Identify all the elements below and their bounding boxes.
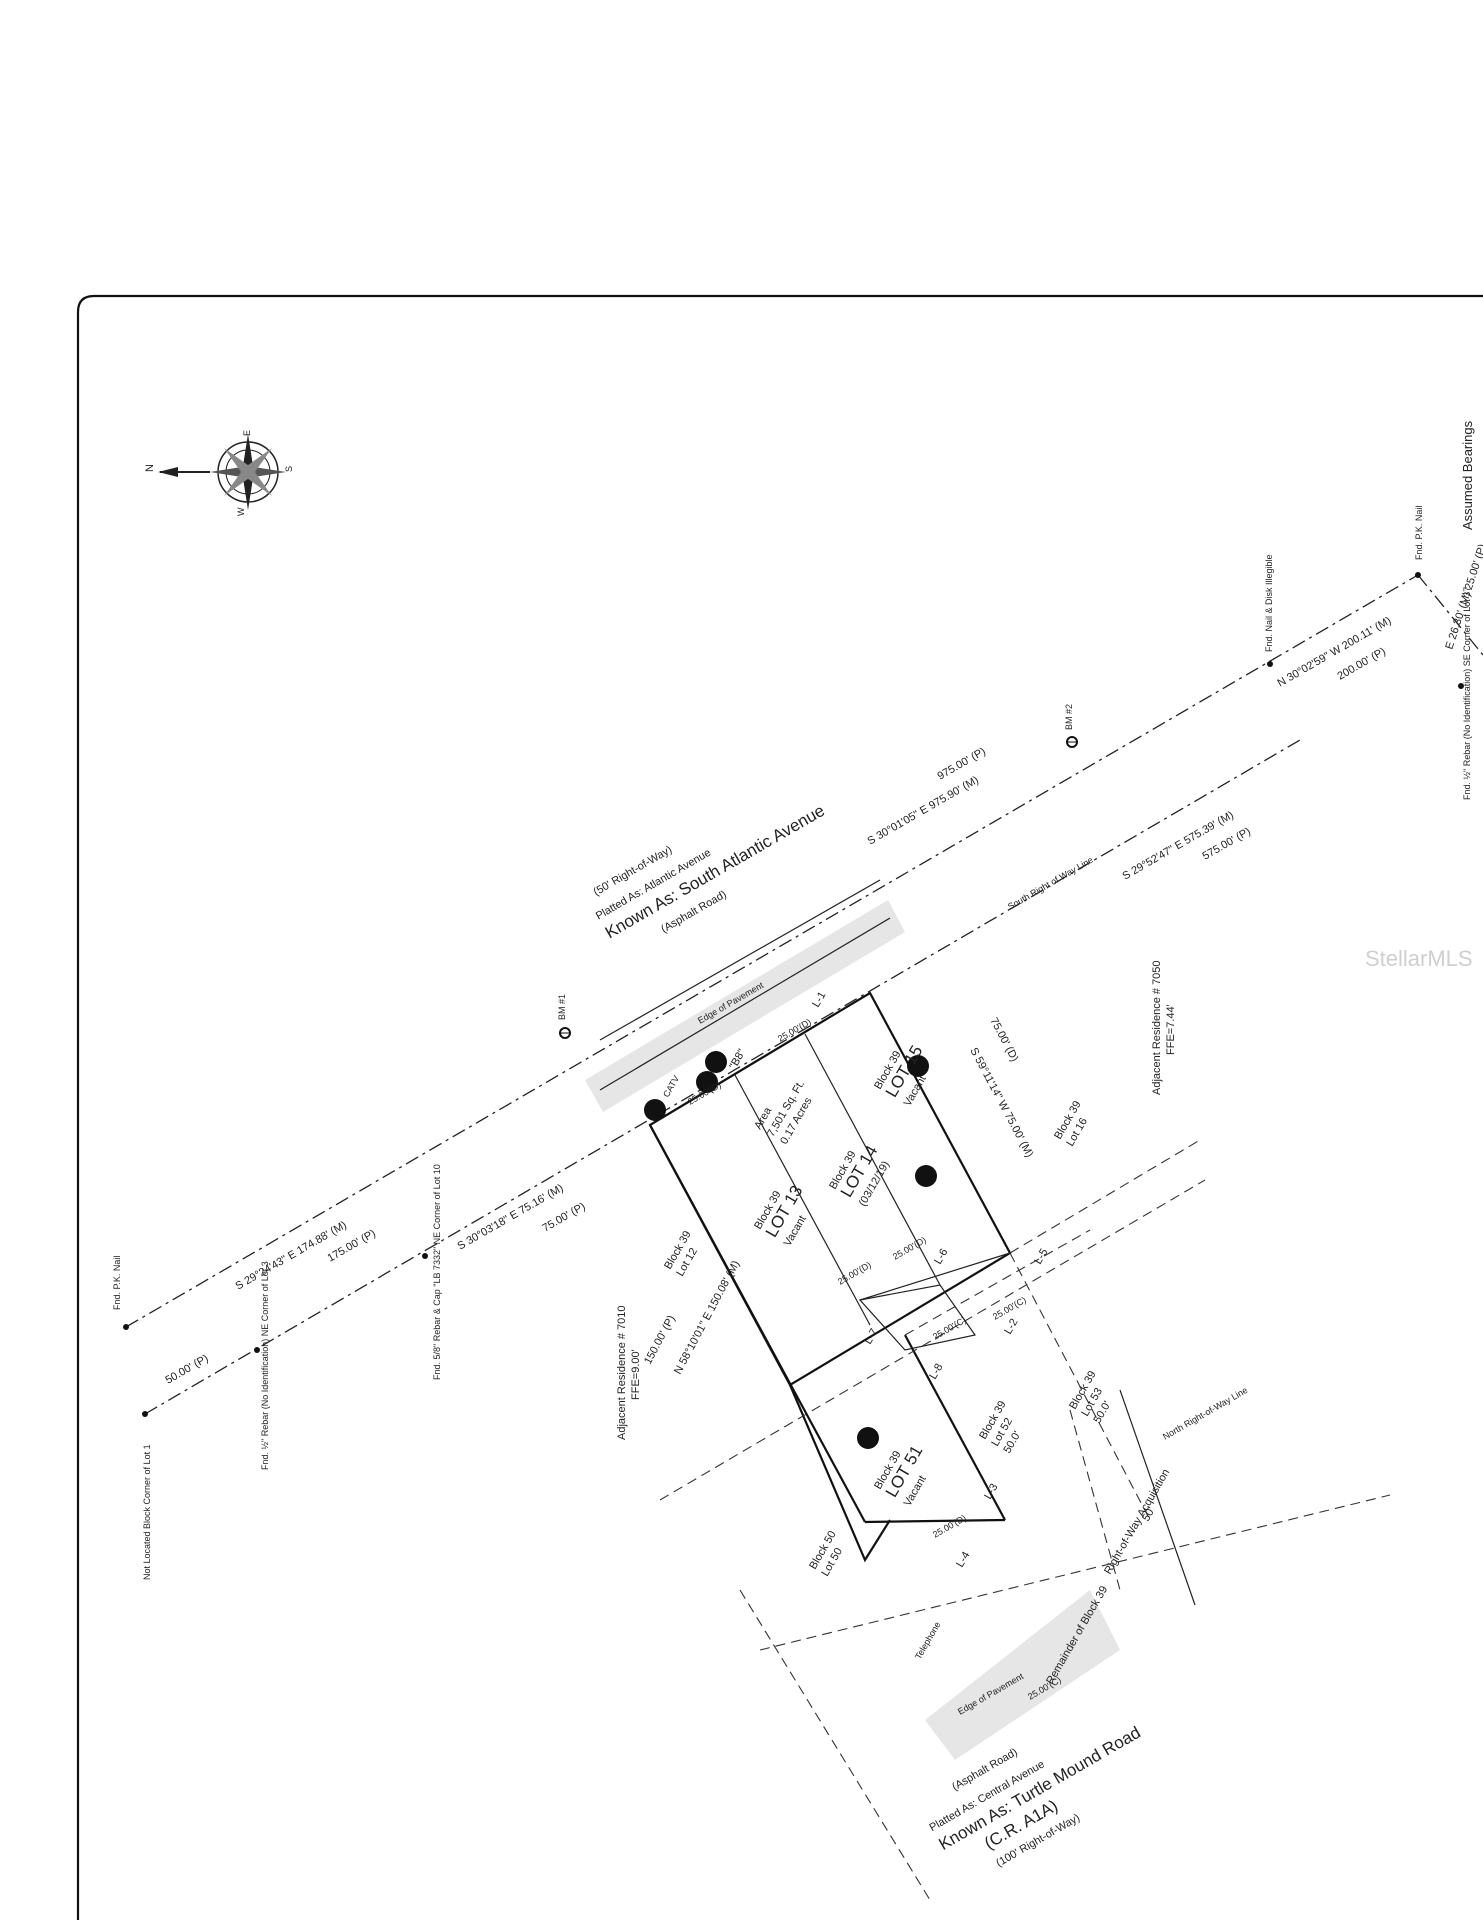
top-right-corner-line <box>1417 574 1483 656</box>
lot13-label: Block 39 LOT 13 Vacant <box>752 1182 809 1248</box>
bm1-label: BM #1 <box>557 994 567 1020</box>
tag-l4: L-4 <box>954 1550 972 1570</box>
atlantic-row-west-line <box>125 574 1419 1328</box>
north-main-m: S 30°01'05" E 975.90' (M) <box>866 774 981 848</box>
atlantic-row-east-line <box>144 739 1301 1415</box>
lot-14-rear-line <box>859 1252 1011 1301</box>
residence-7050-name: Adjacent Residence # 7050 <box>1151 960 1163 1095</box>
top-road-labels: (50' Right-of-Way) Platted As: Atlantic … <box>592 801 828 943</box>
bm2-label: BM #2 <box>1064 704 1074 730</box>
lot12-label: Block 39 Lot 12 <box>662 1229 700 1279</box>
utility-pole-markers <box>644 1051 937 1449</box>
bm1-icon <box>559 1027 571 1039</box>
top-edge-of-pavement <box>599 917 891 1091</box>
tag-l8: L-8 <box>927 1362 945 1382</box>
residence-7050-ffe: FFE=7.44' <box>1165 1004 1177 1055</box>
bottom-road-pavement <box>925 1590 1120 1760</box>
sheet-border <box>76 294 1483 1920</box>
lot14-label: Block 39 LOT 14 (03/12/19) <box>827 1142 892 1208</box>
rebar-no-id: Fnd. ½" Rebar (No Identification) NE Cor… <box>260 1261 270 1470</box>
lot15-label: Block 39 LOT 15 Vacant <box>872 1042 929 1108</box>
left-b-p: 75.00' (P) <box>541 1201 588 1235</box>
lot16-label: Block 39 Lot 16 <box>1052 1099 1090 1149</box>
parcel-west-line <box>649 1124 866 1523</box>
north-row-label: North Right-of-Way Line <box>1161 1385 1249 1442</box>
compass-n: N <box>144 464 156 472</box>
lot50-label: Block 50 Lot 50 <box>807 1529 845 1579</box>
lot-side-p: 150.00' (P) <box>642 1314 678 1367</box>
rebar-lot37: Fnd. ½" Rebar (No Identification) SE Cor… <box>1462 587 1472 800</box>
residence-7010: Adjacent Residence # 7010 FFE=9.00' <box>616 1305 642 1440</box>
lot53-east-dash <box>1009 1252 1151 1521</box>
rear-m: S 59°11'14" W 75.00' (M) <box>967 1046 1035 1160</box>
watermark: StellarMLS <box>1365 946 1473 971</box>
rear-d: 75.00' (D) <box>987 1016 1020 1064</box>
nail-disk: Fnd. Nail & Disk Illegible <box>1264 554 1274 652</box>
top-left-pk: Fnd. P.K. Nail <box>112 1256 122 1310</box>
residence-7010-name: Adjacent Residence # 7010 <box>616 1305 628 1440</box>
acquisition-dimension <box>1119 1389 1196 1606</box>
not-located: Not Located Block Corner of Lot 1 <box>142 1444 152 1580</box>
residence-7050: Adjacent Residence # 7050 FFE=7.44' <box>1151 960 1177 1095</box>
compass-w: W <box>236 507 246 516</box>
parcel-lot51 <box>788 1384 891 1563</box>
compass-rose-icon: N S E W <box>144 430 294 516</box>
tag-l1: L-1 <box>810 990 828 1010</box>
monument-markers <box>123 572 1464 1417</box>
top-road-back-line <box>599 879 881 1041</box>
left-b-m: S 30°03'18" E 75.16' (M) <box>456 1182 566 1252</box>
lot-14-15-divider <box>804 1033 941 1286</box>
lot52-label: Block 39 Lot 52 50.0' <box>977 1399 1023 1456</box>
sw-line-label: South Right of Way Line <box>1006 855 1095 912</box>
telephone-label: Telephone <box>913 1620 942 1661</box>
left-c: 50.00' (P) <box>164 1353 211 1387</box>
north-row-line <box>659 1179 1206 1501</box>
tag-l7: L-7 <box>862 1327 880 1347</box>
acq-label: Right-of-Way Acquisition <box>1102 1467 1172 1576</box>
dist-3: 25.00'(D) <box>891 1235 928 1262</box>
block-dash-a <box>1009 1139 1201 1254</box>
lot51-label: Block 39 LOT 51 Vacant <box>872 1442 929 1508</box>
area-label: Area 7,501 Sq. Ft. 0.17 Acres <box>752 1078 815 1146</box>
residence-7010-ffe: FFE=9.00' <box>630 1349 642 1400</box>
lot-51-notch <box>858 1284 977 1351</box>
compass-e: E <box>242 430 252 436</box>
catv-label: CATV <box>661 1074 681 1099</box>
assumed-bearings-note: Assumed Bearings <box>1460 420 1475 530</box>
lot-13-14-divider <box>734 1074 871 1326</box>
top-road-pavement <box>585 900 905 1112</box>
dist-7: 25.00'(D) <box>931 1513 968 1540</box>
bm2-icon <box>1066 736 1078 748</box>
south-row-line <box>759 1494 1391 1651</box>
compass-s: S <box>284 466 294 472</box>
north-main-p: 975.00' (P) <box>936 745 988 782</box>
parcel-lot51-east-line <box>904 1334 1006 1521</box>
parcel-south-line <box>864 1518 1006 1524</box>
block-dash-c <box>739 1589 931 1901</box>
tag-l6: L-6 <box>932 1247 950 1267</box>
rebar-lot10: Fnd. 5/8" Rebar & Cap "LB 7332" NE Corne… <box>432 1164 442 1380</box>
block-dash-b <box>904 1229 1091 1336</box>
top-right-pk: Fnd. P.K. Nail <box>1414 506 1424 560</box>
tag-l2: L-2 <box>1002 1317 1020 1337</box>
tag-l5: L-5 <box>1032 1247 1050 1267</box>
lot53-label: Block 39 Lot 53 50.0' <box>1067 1369 1113 1426</box>
